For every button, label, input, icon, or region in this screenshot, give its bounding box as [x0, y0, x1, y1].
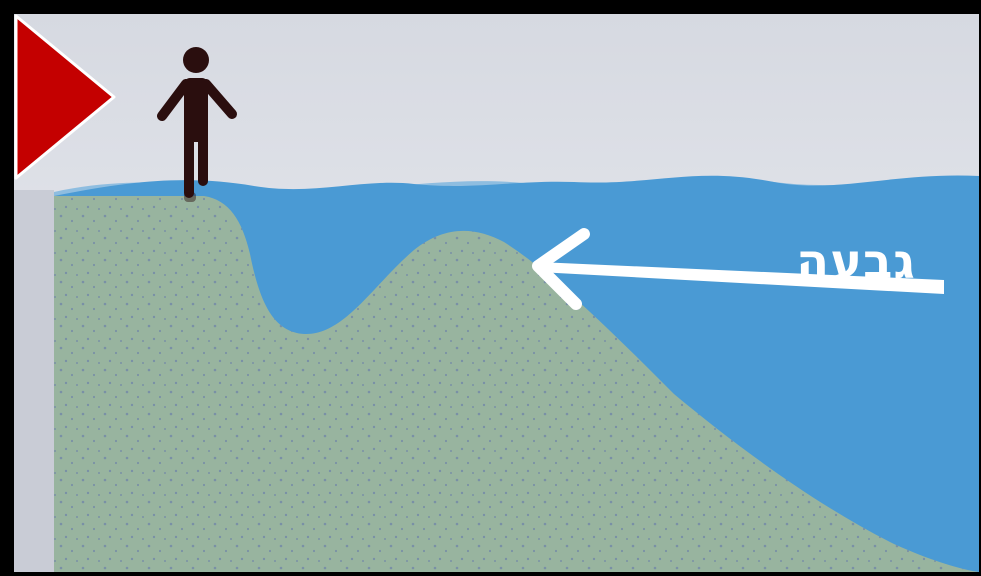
person-reflection: [184, 192, 196, 202]
video-player[interactable]: גבעה: [14, 14, 979, 572]
play-triangle-icon: [16, 16, 114, 178]
shore-edge: [14, 190, 54, 572]
overlay-label: גבעה: [776, 234, 936, 290]
illustration-canvas: [14, 14, 979, 572]
play-button[interactable]: [14, 14, 118, 180]
